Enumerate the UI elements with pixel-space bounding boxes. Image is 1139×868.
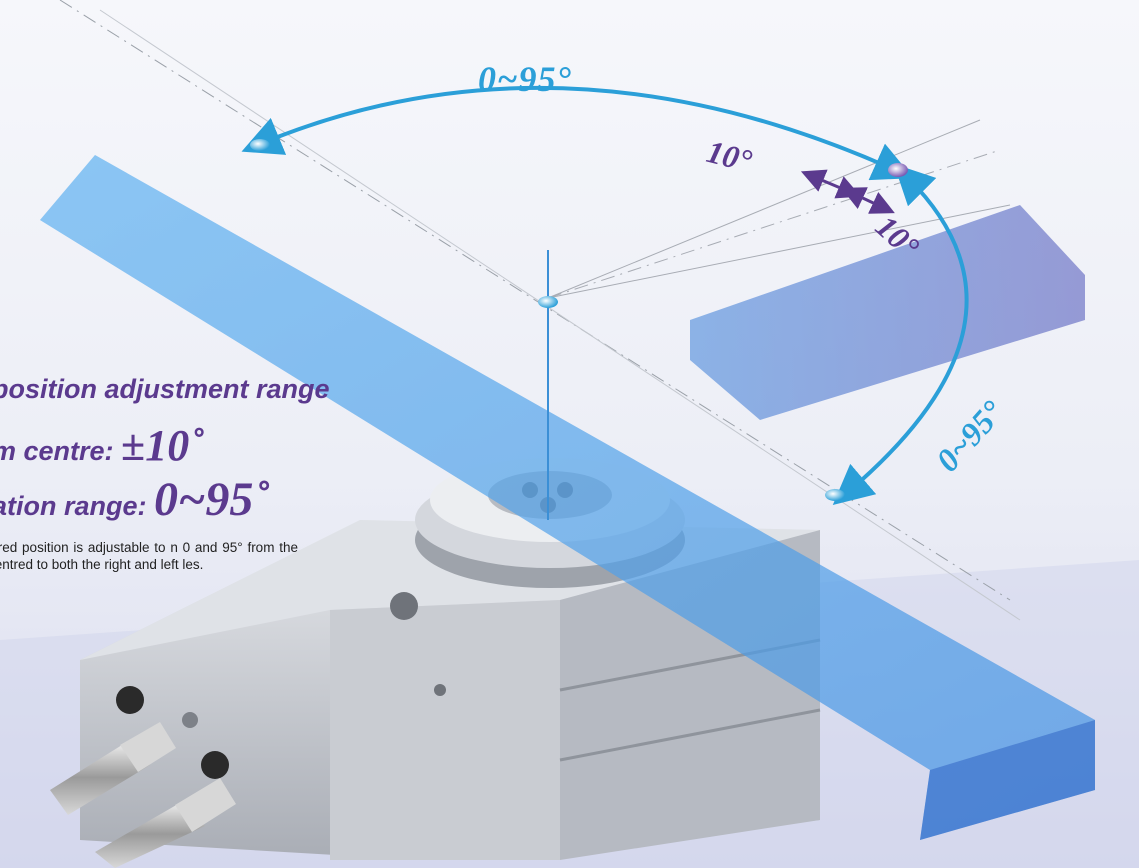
heading-centre-text: m centre: xyxy=(0,436,122,466)
translucent-table xyxy=(40,155,1095,840)
angle-label-top: 0~95° xyxy=(478,59,572,99)
heading-rotation-value: 0~95˚ xyxy=(154,473,270,526)
heading-centre-range: m centre: ±10˚ xyxy=(0,420,204,471)
heading-rotation-range: ation range: 0~95˚ xyxy=(0,472,269,527)
shock-absorbers xyxy=(50,722,236,868)
description-text: sired position is adjustable to n 0 and … xyxy=(0,540,298,572)
heading-adjustment-range: position adjustment range xyxy=(0,374,330,404)
heading-centre-value: ±10˚ xyxy=(121,421,204,470)
heading-rotation-text: ation range: xyxy=(0,491,155,521)
